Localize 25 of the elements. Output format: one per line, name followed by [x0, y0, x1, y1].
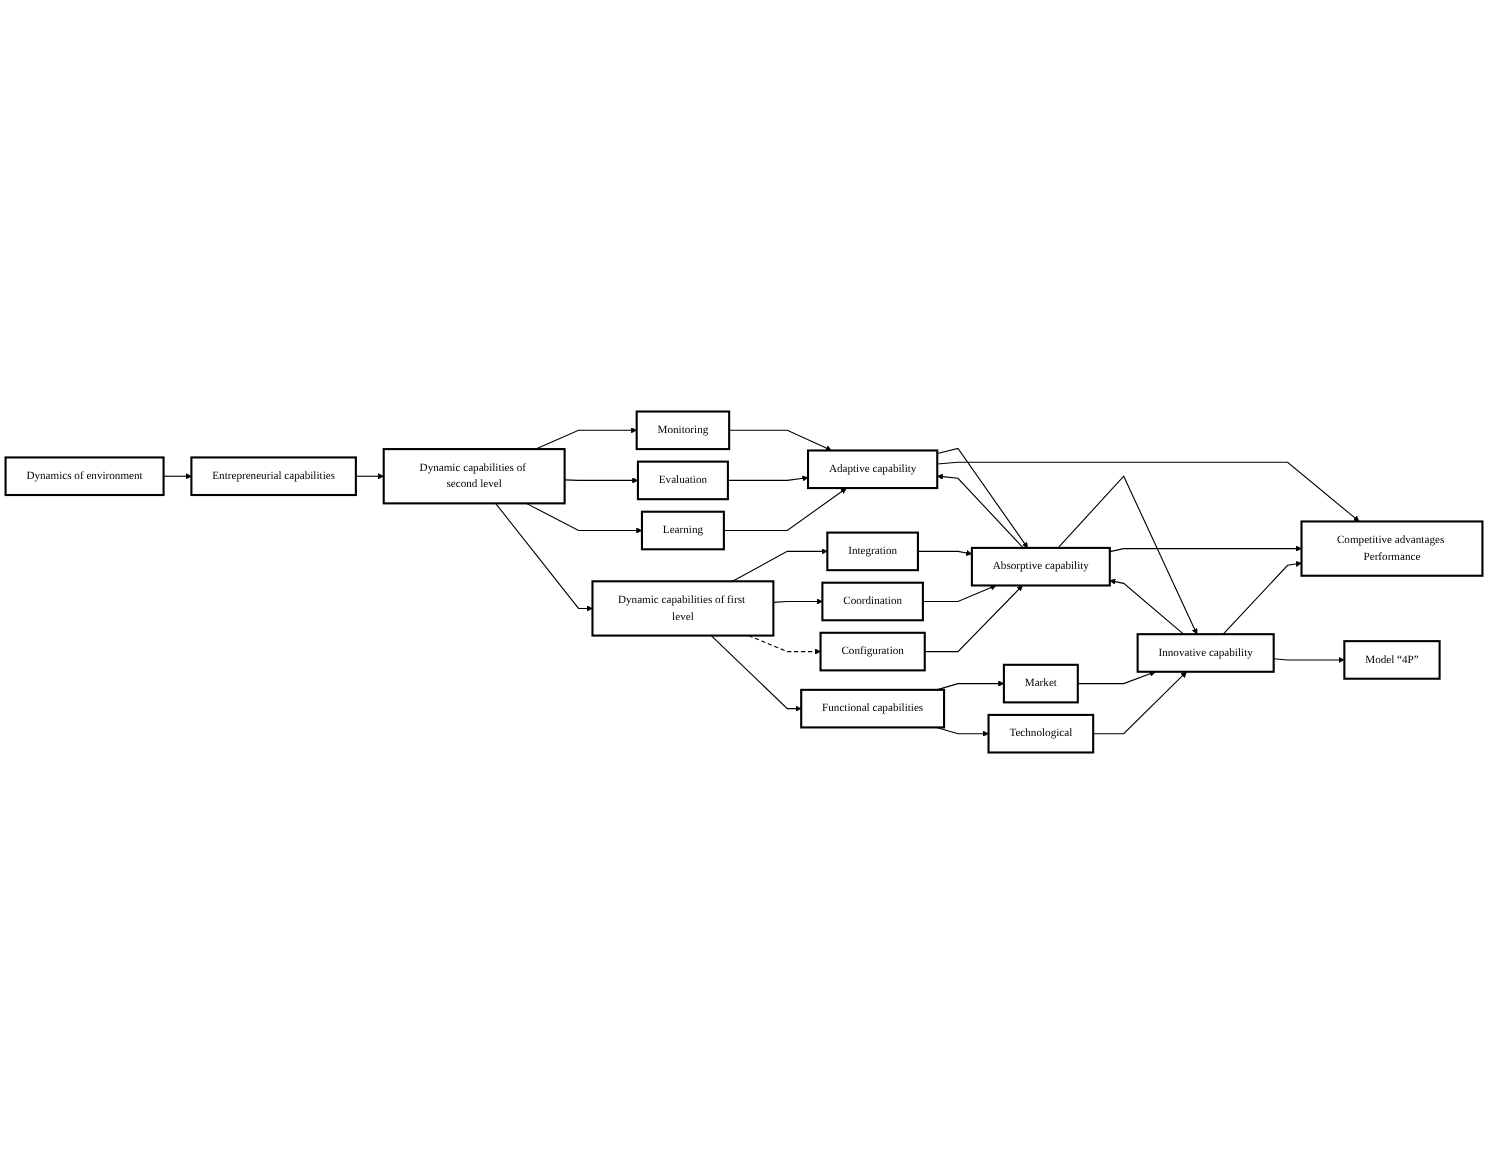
arrow: [710, 635, 802, 712]
arrow: [924, 585, 1023, 653]
arrow: [525, 502, 643, 534]
arrow: [732, 548, 828, 582]
arrow: [723, 487, 847, 532]
arrow: [922, 584, 997, 603]
arrow: [727, 475, 809, 482]
arrow: [728, 429, 832, 451]
arrow: [772, 598, 823, 605]
arrow: [535, 427, 637, 450]
arrow: [936, 461, 1360, 522]
arrow: [917, 549, 973, 556]
arrow: [355, 473, 384, 480]
arrow: [495, 502, 593, 612]
arrow: [564, 477, 639, 484]
arrow: [1109, 545, 1302, 553]
arrow: [1077, 670, 1156, 685]
arrow: [1057, 475, 1198, 635]
arrow: [936, 447, 1028, 549]
arrow: [1109, 578, 1185, 635]
arrow: [1222, 560, 1302, 635]
arrow: [1273, 656, 1345, 663]
arrow: [1092, 671, 1187, 735]
arrow: [937, 473, 1024, 549]
arrow: [163, 473, 192, 480]
